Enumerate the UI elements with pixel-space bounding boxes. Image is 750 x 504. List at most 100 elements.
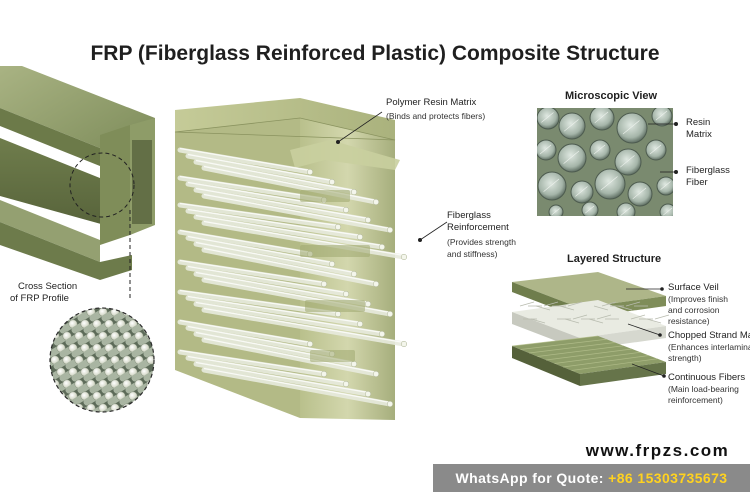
glass-rod <box>185 355 349 387</box>
glass-rod-end <box>342 290 350 298</box>
micro-fiber-cell <box>651 108 673 127</box>
chopped-strand <box>593 305 609 311</box>
micro-fiber-crack <box>622 120 640 135</box>
micro-fiber-cell <box>616 112 648 144</box>
glass-rod-highlight <box>187 355 347 384</box>
glass-rod-end <box>306 340 314 348</box>
micro-fiber-crack <box>663 207 673 216</box>
micro-fiber-crack <box>564 119 579 132</box>
glass-rod <box>201 220 407 260</box>
glass-rod-end <box>356 233 364 241</box>
resin-matrix-label-line1: Resin <box>686 117 711 128</box>
micro-fiber-crack <box>575 186 588 197</box>
micro-fiber-crack <box>600 176 618 191</box>
glass-rod-highlight <box>195 214 383 247</box>
glass-rod-end <box>328 260 336 268</box>
glass-rod-end <box>350 188 358 196</box>
fiberglass-fiber-label-line1: Fiberglass <box>686 165 730 176</box>
continuous-fiber <box>545 348 633 361</box>
chopped-strand-mat-label: Chopped Strand Mat <box>668 330 750 341</box>
chopped-strand <box>646 318 662 324</box>
fiber-end <box>146 355 154 365</box>
micro-fiber-crack <box>655 110 668 121</box>
continuous-fiber <box>537 345 624 357</box>
website-banner[interactable]: www.frpzs.com <box>565 440 750 462</box>
glass-rod-highlight <box>187 265 347 294</box>
glass-rod-end <box>372 198 380 206</box>
whatsapp-phone[interactable]: +86 15303735673 <box>608 470 728 486</box>
resin-band <box>300 190 350 202</box>
fiber-rod <box>50 404 59 412</box>
micro-fiber-cell <box>616 202 636 216</box>
chopped-strand <box>654 314 670 320</box>
micro-fiber-cell <box>594 168 626 200</box>
resin-band <box>305 300 365 312</box>
chopped-strand <box>530 318 546 324</box>
glass-rod-end <box>328 178 336 186</box>
glass-rod <box>193 241 357 277</box>
glass-rod-end <box>386 310 394 318</box>
glass-rod-end <box>350 360 358 368</box>
whatsapp-label: WhatsApp for Quote: <box>455 470 604 486</box>
glass-rod-highlight <box>203 220 405 257</box>
fiber-rod <box>137 404 154 412</box>
glass-rod-end <box>400 340 408 348</box>
glass-rod-highlight <box>195 271 369 304</box>
whatsapp-banner[interactable]: WhatsApp for Quote: +86 15303735673 <box>433 464 750 492</box>
frp-profile-channel <box>0 66 155 300</box>
glass-rod-highlight <box>203 193 391 230</box>
glass-rod-end <box>364 216 372 224</box>
fiber-end <box>152 367 154 377</box>
fiber-end <box>152 391 154 401</box>
micro-fiber-crack <box>551 208 560 216</box>
surface-veil-desc-line1: (Improves finish <box>668 294 728 304</box>
chopped-strand <box>601 301 617 307</box>
glass-rod-end <box>320 370 328 378</box>
chopped-strand <box>543 301 559 307</box>
glass-rod-end <box>342 206 350 214</box>
glass-rod-highlight <box>187 153 333 182</box>
micro-fiber-crack <box>541 112 554 123</box>
glass-rod <box>185 295 363 327</box>
fiber-end <box>62 308 72 317</box>
glass-rod <box>177 147 313 175</box>
glass-rod-end <box>386 400 394 408</box>
fiber-end <box>134 308 144 317</box>
glass-rod-end <box>372 370 380 378</box>
glass-rod-highlight <box>179 349 325 374</box>
glass-rod <box>193 361 371 397</box>
continuous-fiber <box>554 351 641 364</box>
glass-rod <box>193 214 385 250</box>
glass-rod-end <box>386 226 394 234</box>
glass-rod-highlight <box>195 361 369 394</box>
layered-structure <box>511 272 670 386</box>
fiber-rod <box>143 392 154 406</box>
chopped-strand <box>596 314 612 320</box>
fiber-rod <box>143 320 154 334</box>
glass-rod-end <box>378 330 386 338</box>
glass-rod-end <box>320 280 328 288</box>
fiber-end <box>50 403 60 412</box>
glass-rod-end <box>356 320 364 328</box>
cross-section-label-line2: of FRP Profile <box>10 293 69 304</box>
glass-rod-highlight <box>203 307 405 344</box>
glass-rod-end <box>306 168 314 176</box>
micro-fiber-crack <box>563 150 580 164</box>
glass-rod-end <box>334 223 342 231</box>
chopped-strand-mat-desc-line2: strength) <box>668 353 702 363</box>
glass-rod-highlight <box>187 181 347 210</box>
continuous-fibers-desc-line1: (Main load-bearing <box>668 384 739 394</box>
fiber-end <box>152 319 154 329</box>
composite-block <box>174 98 408 420</box>
glass-rod <box>193 271 371 307</box>
chopped-strand <box>564 318 580 324</box>
continuous-fibers-label: Continuous Fibers <box>668 372 746 383</box>
micro-fiber-crack <box>593 144 606 155</box>
glass-rod <box>201 247 379 287</box>
surface-veil-label: Surface Veil <box>668 282 719 293</box>
micro-fiber-crack <box>649 144 662 155</box>
fiber-rod <box>53 404 71 412</box>
glass-rod-end <box>334 310 342 318</box>
resin-band <box>310 350 355 362</box>
